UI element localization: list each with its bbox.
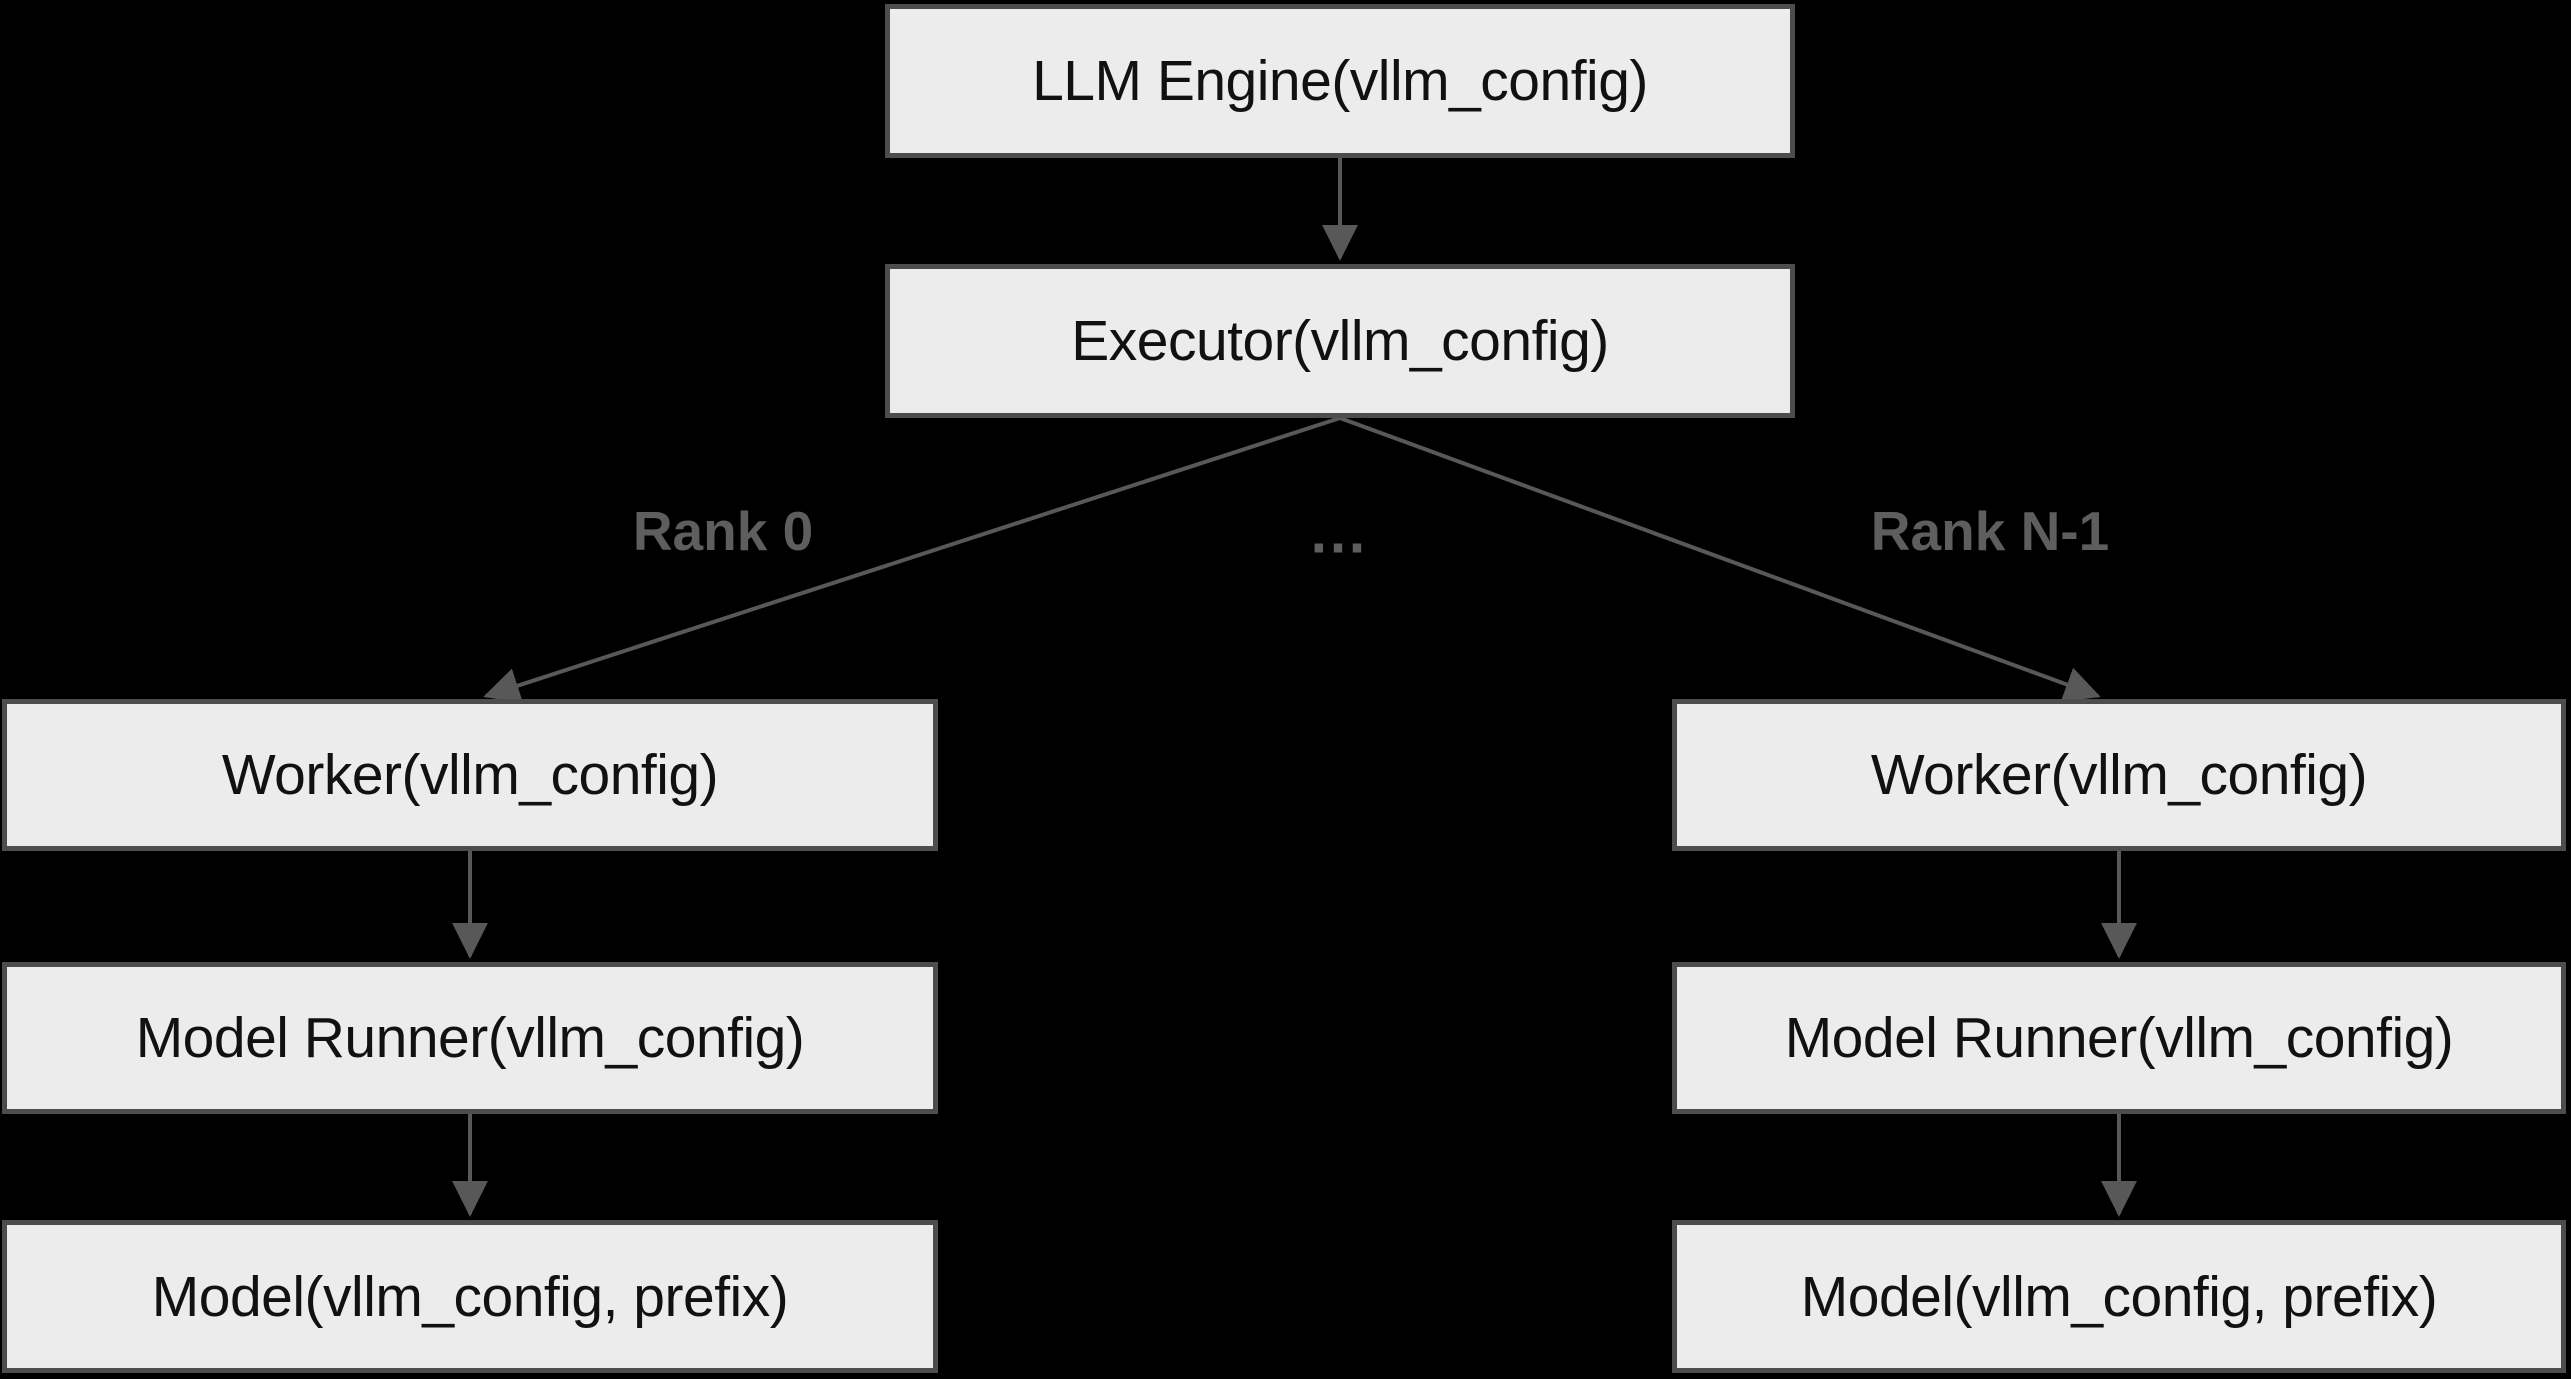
edge-label-rank-n-1: Rank N-1 — [1870, 500, 2110, 562]
node-llm-engine: LLM Engine(vllm_config) — [885, 4, 1795, 158]
node-worker-rank-0: Worker(vllm_config) — [2, 699, 938, 851]
edge-label-ellipsis: … — [1308, 498, 1368, 566]
node-model-runner-rank-n-1: Model Runner(vllm_config) — [1672, 962, 2566, 1114]
node-model-rank-n-1: Model(vllm_config, prefix) — [1672, 1220, 2566, 1373]
edge-executor-to-worker-0 — [483, 416, 1341, 703]
node-executor: Executor(vllm_config) — [885, 264, 1795, 418]
node-worker-rank-n-1: Worker(vllm_config) — [1672, 699, 2566, 851]
edge-label-rank-0: Rank 0 — [632, 500, 814, 562]
node-model-rank-0: Model(vllm_config, prefix) — [2, 1220, 938, 1373]
node-model-runner-rank-0: Model Runner(vllm_config) — [2, 962, 938, 1114]
